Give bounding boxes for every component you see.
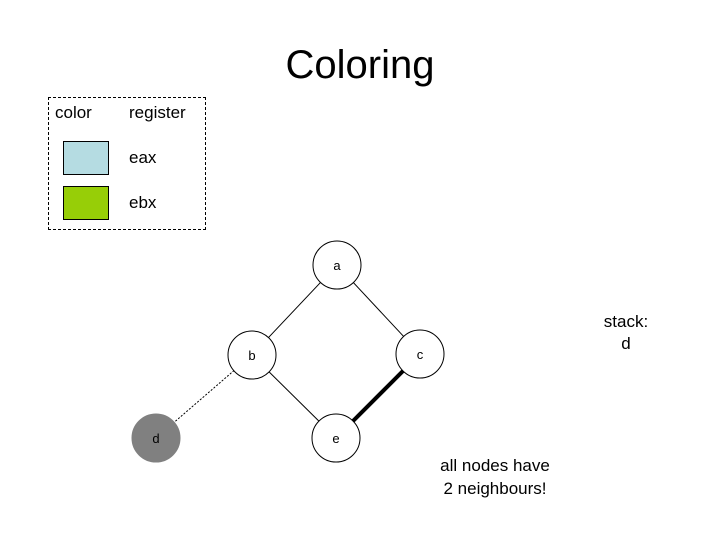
legend-row: ebx bbox=[49, 186, 207, 226]
graph-node-a[interactable]: a bbox=[312, 240, 362, 290]
graph-node-circle-d bbox=[131, 413, 181, 463]
graph-node-circle-e bbox=[311, 413, 361, 463]
graph-node-b[interactable]: b bbox=[227, 330, 277, 380]
stack-items: d bbox=[621, 334, 631, 353]
graph-node-label-d: d bbox=[152, 431, 159, 446]
graph-edge-a-b bbox=[268, 282, 321, 338]
graph-edge-c-e bbox=[351, 369, 405, 423]
graph-annotation-line2: 2 neighbours! bbox=[443, 479, 547, 498]
legend-register-label: ebx bbox=[129, 193, 157, 212]
legend-register-label: eax bbox=[129, 148, 157, 167]
graph-edge-a-c bbox=[353, 282, 404, 337]
page-title: Coloring bbox=[285, 43, 435, 87]
graph-node-label-b: b bbox=[248, 348, 255, 363]
legend-header-row: color register bbox=[49, 102, 207, 126]
graph-node-circle-a bbox=[312, 240, 362, 290]
legend-header-register: register bbox=[129, 103, 186, 122]
legend-row: eax bbox=[49, 141, 207, 181]
graph-node-layer: a b c d e bbox=[131, 240, 445, 463]
graph-edge-layer bbox=[173, 282, 405, 423]
color-swatch-ebx bbox=[63, 186, 109, 220]
stack-label: stack: bbox=[603, 312, 649, 331]
graph-annotation-line1: all nodes have bbox=[440, 456, 550, 475]
color-legend: color register eax ebx bbox=[48, 97, 206, 230]
stack-note: stack: d bbox=[556, 311, 696, 355]
graph-annotation: all nodes have 2 neighbours! bbox=[400, 454, 590, 500]
graph-edge-b-d bbox=[173, 370, 235, 423]
graph-node-label-e: e bbox=[332, 431, 339, 446]
graph-node-circle-b bbox=[227, 330, 277, 380]
graph-node-d[interactable]: d bbox=[131, 413, 181, 463]
graph-edge-b-e bbox=[268, 371, 320, 422]
legend-header-color: color bbox=[55, 103, 92, 122]
graph-node-c[interactable]: c bbox=[395, 329, 445, 379]
graph-node-label-c: c bbox=[417, 347, 424, 362]
graph-node-circle-c bbox=[395, 329, 445, 379]
color-swatch-eax bbox=[63, 141, 109, 175]
graph-node-e[interactable]: e bbox=[311, 413, 361, 463]
graph-node-label-a: a bbox=[333, 258, 341, 273]
